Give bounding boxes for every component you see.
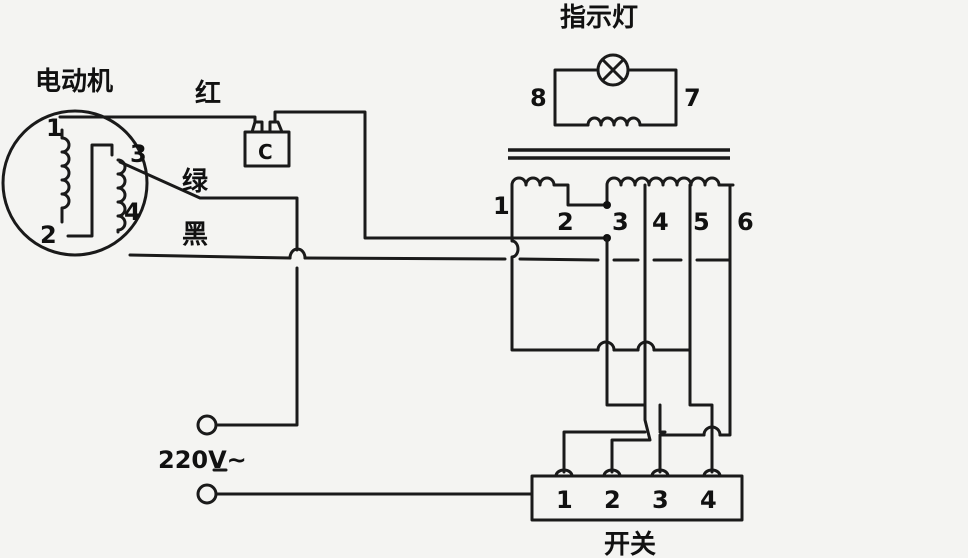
motor-label: 电动机 [35,67,113,97]
capacitor-label: C [258,140,273,164]
voltage-label: 220V~ [158,446,247,474]
transformer-tap: 5 [693,208,710,236]
switch-terminal: 1 [556,486,573,514]
motor-left-coil [60,128,71,224]
transformer-coil-2 [605,176,735,207]
red-wire-2 [273,110,609,240]
motor-terminal: 1 [46,114,63,142]
switch-terminal: 4 [700,486,717,514]
tap-6-wire [658,183,732,474]
switch-1-wire [562,430,667,474]
lamp-coil [586,116,642,127]
green-wire-down [216,266,299,427]
motor-circle [1,109,149,257]
tap-4-wire [610,183,652,474]
switch-terminal-bumps [554,468,722,478]
lamp-circuit [553,68,678,127]
transformer-coil-1 [510,176,609,240]
transformer-core [508,148,730,160]
motor-right-coil [116,158,127,234]
red-wire [58,115,257,124]
motor-inner-loop [66,143,114,238]
motor-terminal: 3 [130,140,147,168]
indicator-lamp-label: 指示灯 [560,3,638,33]
junction-dot [603,201,611,209]
black-wire [128,203,732,262]
switch-terminal: 3 [652,486,669,514]
switch-box [530,474,744,522]
power-terminal-top [196,414,218,436]
switch-4-wire [688,280,714,474]
transformer-tap: 6 [737,208,754,236]
tap-1-wire [510,236,692,352]
transformer-tap: 4 [652,208,669,236]
tap-3-wire [605,236,662,432]
power-terminal-bottom [196,483,218,505]
capacitor-leads [250,120,284,134]
green-label: 绿 [182,167,209,197]
black-wire-hop [288,247,307,260]
transformer-tap: 2 [557,208,574,236]
motor-terminal: 4 [124,198,141,226]
green-wire [118,160,299,252]
switch-label: 开关 [604,530,656,558]
transformer-tap: 1 [493,192,510,220]
lamp-terminal: 8 [530,84,547,112]
transformer-tap: 3 [612,208,629,236]
red-label: 红 [195,78,221,109]
motor-terminal: 2 [40,221,57,249]
capacitor-box [243,130,291,168]
switch-terminal: 2 [604,486,621,514]
lamp-terminal: 7 [684,84,701,112]
lamp-cross [601,58,625,82]
black-label: 黑 [182,220,208,250]
